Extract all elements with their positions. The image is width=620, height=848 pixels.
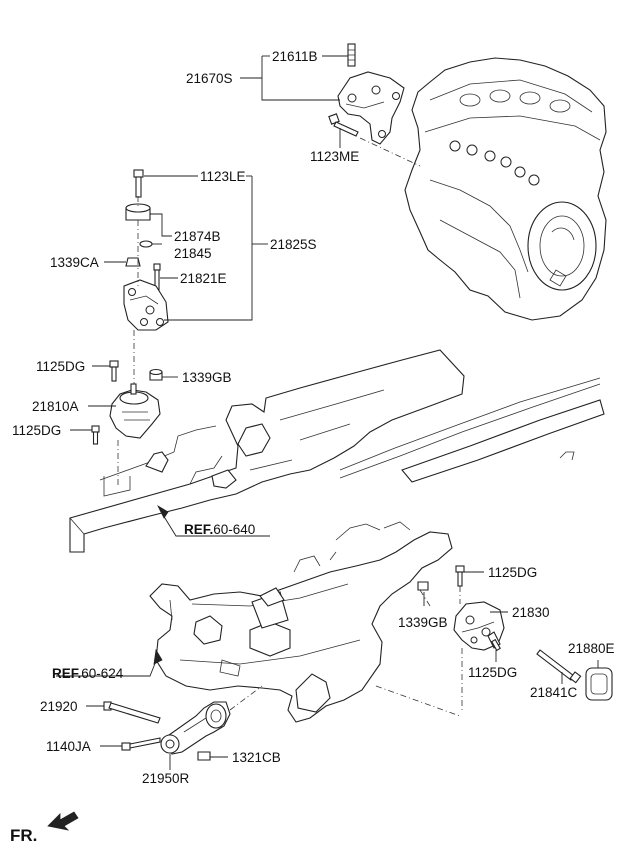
leader-lines bbox=[70, 55, 599, 770]
callout-21810a: 21810A bbox=[32, 399, 79, 414]
engine-block bbox=[404, 57, 607, 321]
callout-1339gb-a: 1339GB bbox=[182, 370, 232, 385]
reference-60-640: REF.60-640 bbox=[184, 523, 255, 537]
reference-prefix: REF. bbox=[184, 522, 214, 537]
gasket-21880e bbox=[585, 667, 613, 701]
bolt-21920 bbox=[103, 701, 161, 724]
callout-21825s: 21825S bbox=[270, 237, 317, 252]
upper-bracket-21670s bbox=[337, 43, 405, 145]
callout-1339gb-b: 1339GB bbox=[398, 615, 448, 630]
bolt-21841c bbox=[536, 649, 582, 684]
side-member-60-640 bbox=[69, 349, 605, 553]
ref-60-624-pointer bbox=[56, 648, 163, 677]
callout-1140ja: 1140JA bbox=[46, 739, 91, 754]
callout-1123me: 1123ME bbox=[310, 149, 360, 164]
nut-1339gb-b bbox=[417, 581, 429, 591]
callout-21874b: 21874B bbox=[174, 229, 221, 244]
reference-60-624: REF.60-624 bbox=[52, 667, 123, 681]
insulator-21810a bbox=[109, 383, 161, 439]
mount-bracket-21825s bbox=[123, 279, 169, 331]
roll-rod-21950r bbox=[160, 701, 231, 755]
callout-1125dg-d: 1125DG bbox=[468, 665, 518, 680]
callout-21880e: 21880E bbox=[568, 641, 615, 656]
callout-21845: 21845 bbox=[174, 246, 212, 261]
bolt-1125dg-d bbox=[487, 631, 501, 652]
callout-21841c: 21841C bbox=[530, 685, 578, 700]
callout-21611b: 21611B bbox=[272, 49, 318, 64]
callout-1125dg-b: 1125DG bbox=[12, 423, 62, 438]
reference-number: 60-640 bbox=[213, 522, 256, 537]
callout-1125dg-a: 1125DG bbox=[36, 359, 86, 374]
reference-prefix: REF. bbox=[52, 666, 82, 681]
nut-1339ca bbox=[125, 257, 141, 267]
nut-1339gb-a bbox=[149, 368, 163, 381]
washer-21845 bbox=[139, 240, 153, 248]
bolt-1125dg-b bbox=[91, 425, 100, 445]
subframe-60-624 bbox=[149, 521, 453, 723]
callout-1339ca: 1339CA bbox=[50, 255, 99, 270]
bolt-1125dg-c bbox=[455, 565, 465, 587]
reference-number: 60-624 bbox=[81, 666, 124, 681]
ref-60-640-pointer bbox=[157, 504, 270, 537]
callout-1125dg-c: 1125DG bbox=[488, 565, 538, 580]
front-direction-label: FR. bbox=[10, 826, 38, 845]
callout-21920: 21920 bbox=[40, 699, 78, 714]
nut-1321cb bbox=[197, 751, 211, 761]
bolt-1125dg-a bbox=[109, 360, 119, 382]
callout-1321cb: 1321CB bbox=[232, 750, 281, 765]
bushing-21874b bbox=[125, 203, 151, 221]
bolt-1123me bbox=[328, 113, 359, 137]
callout-21950r: 21950R bbox=[142, 771, 190, 786]
bolt-1140ja bbox=[121, 737, 161, 751]
callout-21821e: 21821E bbox=[180, 271, 227, 286]
front-direction-arrow-icon bbox=[47, 811, 79, 831]
callout-1123le: 1123LE bbox=[200, 169, 246, 184]
callout-21830: 21830 bbox=[512, 605, 550, 620]
bolt-1123le bbox=[133, 169, 144, 198]
callout-21670s: 21670S bbox=[186, 71, 233, 86]
